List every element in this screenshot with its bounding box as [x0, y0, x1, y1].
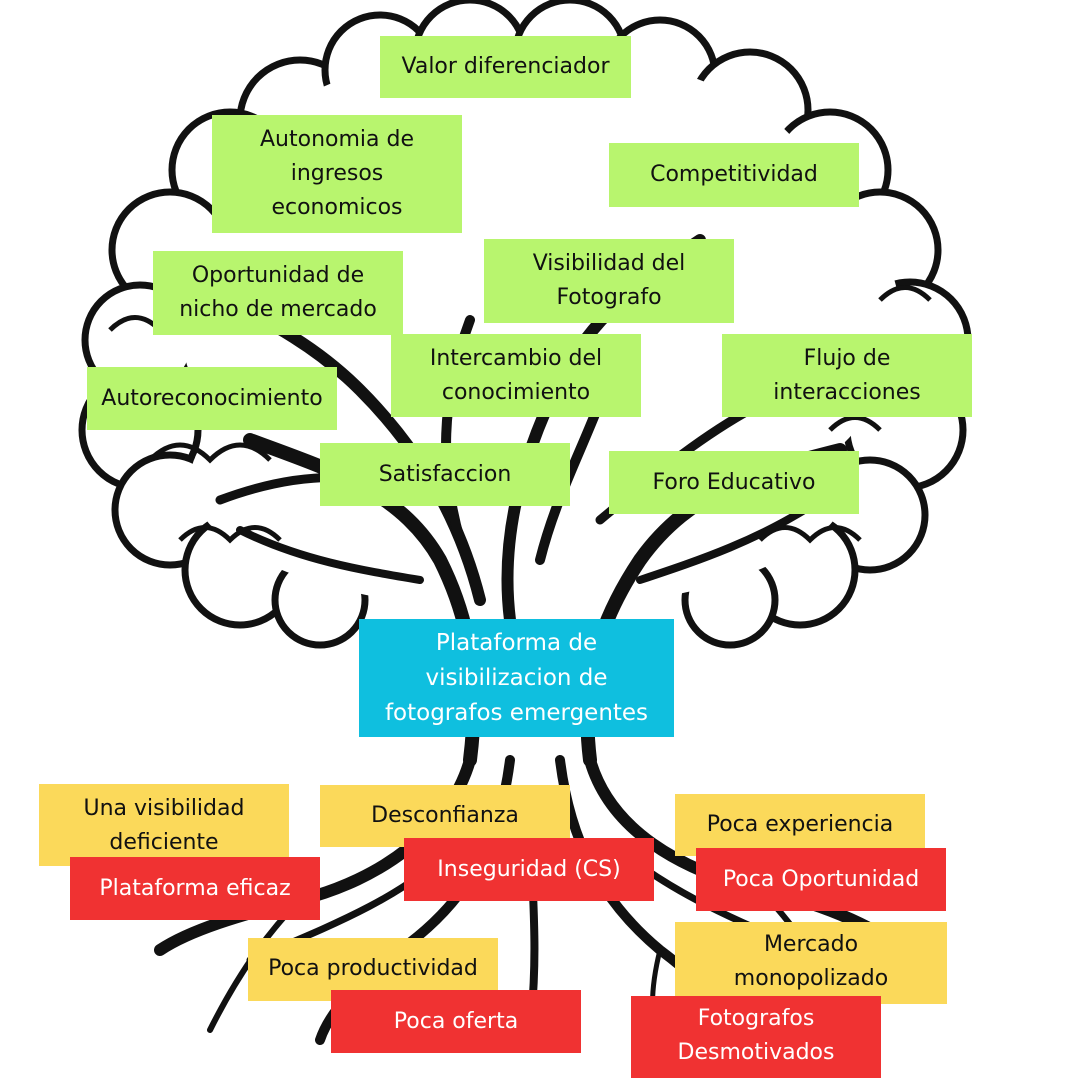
core-problem: Plataforma de visibilizacion de fotograf… [359, 619, 674, 737]
root-poca-oportunidad: Poca Oportunidad [696, 848, 946, 911]
cause-mercado-monopolizado: Mercado monopolizado [675, 922, 947, 1004]
fruit-valor-diferenciador: Valor diferenciador [380, 36, 631, 98]
cause-poca-experiencia: Poca experiencia [675, 794, 925, 856]
cause-visibilidad-deficiente: Una visibilidad deficiente [39, 784, 289, 866]
fruit-oportunidad-nicho: Oportunidad de nicho de mercado [153, 251, 403, 335]
fruit-autoreconocimiento: Autoreconocimiento [87, 367, 337, 430]
fruit-foro-educativo: Foro Educativo [609, 451, 859, 514]
root-fotografos-desmotivados: Fotografos Desmotivados [631, 996, 881, 1078]
fruit-visibilidad-fotografo: Visibilidad del Fotografo [484, 239, 734, 323]
fruit-intercambio-conocimiento: Intercambio del conocimiento [391, 334, 641, 417]
fruit-satisfaccion: Satisfaccion [320, 443, 570, 506]
root-poca-oferta: Poca oferta [331, 990, 581, 1053]
cause-desconfianza: Desconfianza [320, 785, 570, 847]
fruit-flujo-interacciones: Flujo de interacciones [722, 334, 972, 417]
root-inseguridad: Inseguridad (CS) [404, 838, 654, 901]
root-plataforma-eficaz: Plataforma eficaz [70, 857, 320, 920]
fruit-competitividad: Competitividad [609, 143, 859, 207]
fruit-autonomia-ingresos: Autonomia de ingresos economicos [212, 115, 462, 233]
